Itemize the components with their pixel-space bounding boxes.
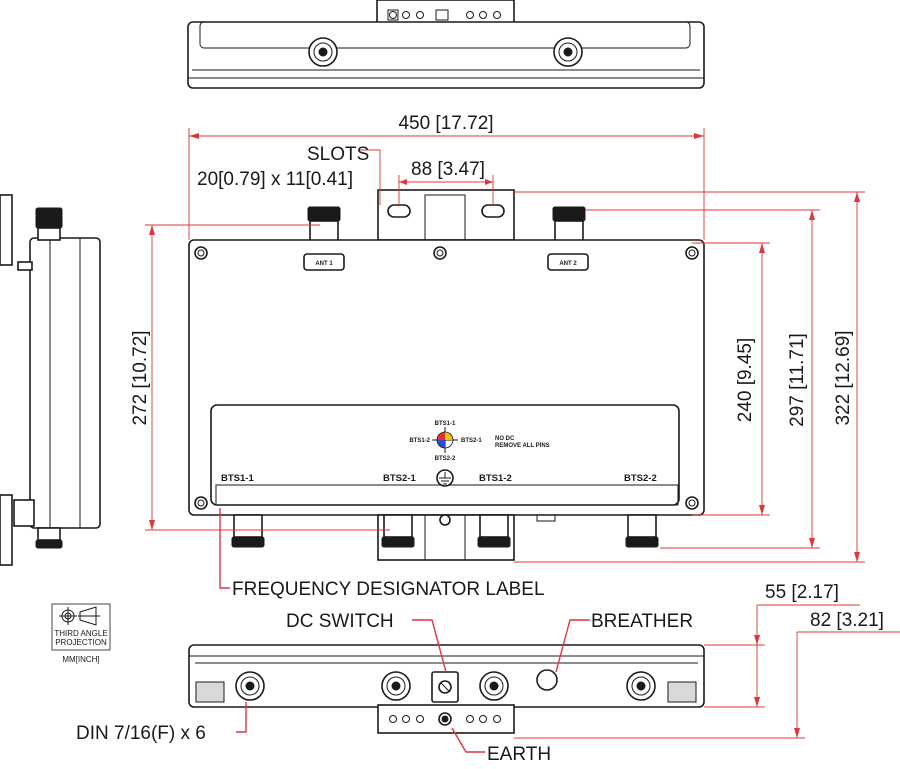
- din-callout: DIN 7/16(F) x 6: [76, 723, 206, 744]
- port-bts1-2-label: BTS1-2: [479, 473, 512, 484]
- projection-line2: PROJECTION: [55, 638, 107, 647]
- depth-82-dimension: 82 [3.21]: [810, 610, 884, 631]
- height-297-dimension: 297 [11.71]: [787, 333, 808, 427]
- projection-line1: THIRD ANGLE: [54, 629, 107, 638]
- earth-callout: EARTH: [487, 744, 551, 765]
- port-bts2-2-label: BTS2-2: [624, 473, 657, 484]
- frequency-label-callout: FREQUENCY DESIGNATOR LABEL: [232, 579, 545, 600]
- diagram-label-left: BTS1-2: [409, 438, 430, 444]
- slot-spacing-dimension: 88 [3.47]: [411, 159, 485, 180]
- dc-switch-callout: DC SWITCH: [286, 611, 394, 632]
- front-view: [188, 189, 705, 561]
- breather-callout: BREATHER: [591, 611, 693, 632]
- ant2-label: ANT 2: [559, 261, 577, 267]
- remove-pins-note: REMOVE ALL PINS: [495, 443, 550, 449]
- bottom-view: [188, 644, 705, 734]
- height-322-dimension: 322 [12.69]: [833, 330, 854, 425]
- depth-55-dimension: 55 [2.17]: [765, 582, 839, 603]
- width-dimension: 450 [17.72]: [398, 113, 493, 134]
- callout-leaders: [219, 508, 590, 753]
- side-view: [0, 194, 101, 566]
- slot-size-dimension: 20[0.79] x 11[0.41]: [197, 169, 353, 190]
- slots-title: SLOTS: [307, 144, 369, 165]
- dimension-lines: [145, 128, 900, 739]
- diagram-label-bottom: BTS2-2: [435, 456, 456, 462]
- projection-symbol: [51, 603, 111, 651]
- units-note: MM[INCH]: [62, 655, 99, 664]
- diagram-label-top: BTS1-1: [435, 421, 456, 427]
- left-height-dimension: 272 [10.72]: [130, 330, 151, 425]
- top-view: [187, 0, 705, 89]
- height-240-dimension: 240 [9.45]: [735, 338, 756, 423]
- no-dc-note: NO DC: [495, 436, 515, 442]
- ant1-label: ANT 1: [315, 261, 333, 267]
- diagram-label-right: BTS2-1: [461, 438, 482, 444]
- port-bts1-1-label: BTS1-1: [221, 473, 254, 484]
- port-bts2-1-label: BTS2-1: [383, 473, 416, 484]
